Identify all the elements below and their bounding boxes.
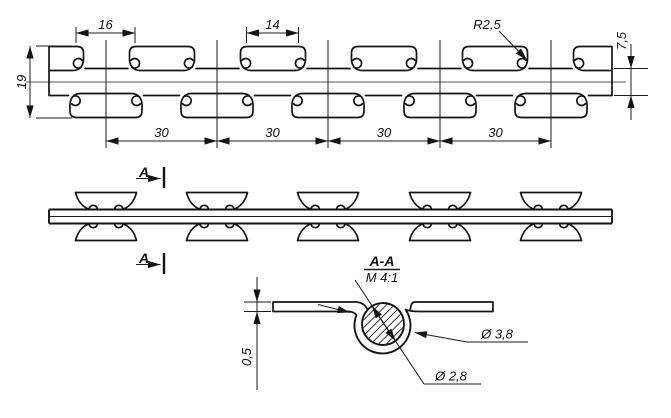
radius-leader-line — [498, 30, 528, 61]
dim-30-label-2: 30 — [265, 125, 280, 140]
dim-19-label: 19 — [14, 75, 29, 89]
tape-junction-pointer — [317, 304, 351, 313]
bottom-edge-barbs — [69, 92, 588, 119]
section-wire-circle — [361, 302, 405, 346]
top-view: 16 14 19 30 30 30 30 7,5 R2,5 — [14, 17, 648, 148]
section-title-label: A-A — [369, 253, 395, 269]
dim-16-label: 16 — [98, 17, 113, 32]
dim-05-label: 0,5 — [239, 347, 254, 366]
dim-14-label: 14 — [265, 17, 279, 32]
section-arrow-letter-bottom: A — [138, 250, 149, 266]
dim-30-extension-lines — [105, 40, 552, 148]
dim-30-label-3: 30 — [377, 125, 392, 140]
core-diameter-label: Ø 2,8 — [434, 369, 468, 384]
dim-19-extension-lines — [36, 45, 72, 119]
side-view: A A — [48, 164, 613, 274]
outer-diameter-label: Ø 3,8 — [480, 327, 514, 342]
section-tape-wrap-ring — [353, 308, 412, 355]
core-diameter-arrow-1 — [371, 305, 384, 324]
section-tape-left-strip — [272, 301, 369, 316]
section-arrow-letter-top: A — [138, 164, 149, 180]
section-view: A-A M 4:1 0,5 Ø 3,8 Ø 2,8 — [239, 253, 528, 390]
outer-diameter-leader — [414, 331, 468, 343]
section-tape-right-strip — [404, 301, 494, 313]
tape-band-edges — [48, 208, 613, 225]
dim-75-label: 7,5 — [614, 31, 629, 50]
dim-30-label-4: 30 — [488, 125, 503, 140]
dim-30-label-1: 30 — [154, 125, 169, 140]
side-view-barb-clusters — [74, 191, 583, 242]
section-scale-label: M 4:1 — [366, 270, 399, 285]
core-diameter-arrow-2 — [383, 323, 396, 342]
barb-hook-curls — [70, 57, 587, 107]
radius-label: R2,5 — [473, 17, 501, 32]
top-edge-barbs — [49, 45, 612, 72]
